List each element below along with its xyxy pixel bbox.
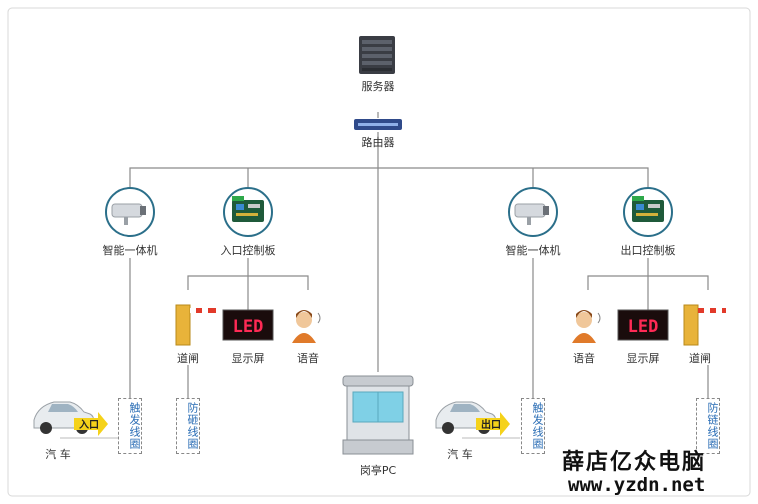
left-voice-label: 语音 <box>297 352 319 365</box>
left-board-label: 入口控制板 <box>220 244 276 257</box>
right-board-label: 出口控制板 <box>620 244 676 257</box>
right-led-display: LED <box>617 309 669 341</box>
left-display-label: 显示屏 <box>231 352 265 365</box>
connection-lines <box>129 112 709 398</box>
left-car-label: 汽 车 <box>45 448 71 461</box>
right-camera-icon <box>508 187 558 237</box>
router-icon <box>354 119 402 130</box>
right-car-label: 汽 车 <box>447 448 473 461</box>
booth-icon <box>342 375 414 455</box>
right-voice-operator-icon <box>572 310 601 343</box>
right-exit-tag: 出口 <box>481 418 501 431</box>
left-board-icon <box>223 187 273 237</box>
right-board-icon <box>623 187 673 237</box>
left-gate-label: 道闸 <box>177 352 199 365</box>
right-camera-label: 智能一体机 <box>505 244 561 257</box>
right-display-label: 显示屏 <box>626 352 660 365</box>
left-camera-icon <box>105 187 155 237</box>
right-exit-arrow: 出口 <box>476 412 510 436</box>
left-barrier-gate-icon <box>175 304 216 346</box>
right-anti-loop: 防链线圈 <box>696 398 720 454</box>
right-gate-label: 道闸 <box>689 352 711 365</box>
router-label: 路由器 <box>361 136 395 149</box>
server-icon <box>359 36 395 74</box>
left-voice-operator-icon <box>292 310 321 343</box>
server-label: 服务器 <box>361 80 395 93</box>
left-camera-label: 智能一体机 <box>102 244 158 257</box>
left-led-display: LED <box>222 309 274 341</box>
watermark-url: www.yzdn.net <box>568 474 706 496</box>
left-led-text: LED <box>233 317 264 337</box>
right-barrier-gate-icon <box>683 304 726 346</box>
diagram-frame <box>7 7 751 497</box>
watermark-title: 薛店亿众电脑 <box>562 449 707 475</box>
left-anti-smash-loop: 防砸线圈 <box>176 398 200 454</box>
left-entry-arrow: 入口 <box>74 412 108 436</box>
booth-label: 岗亭PC <box>359 464 397 477</box>
right-led-text: LED <box>628 317 659 337</box>
left-trigger-loop: 触发线圈 <box>118 398 142 454</box>
right-trigger-loop: 触发线圈 <box>521 398 545 454</box>
right-voice-label: 语音 <box>573 352 595 365</box>
left-entry-tag: 入口 <box>79 419 99 431</box>
